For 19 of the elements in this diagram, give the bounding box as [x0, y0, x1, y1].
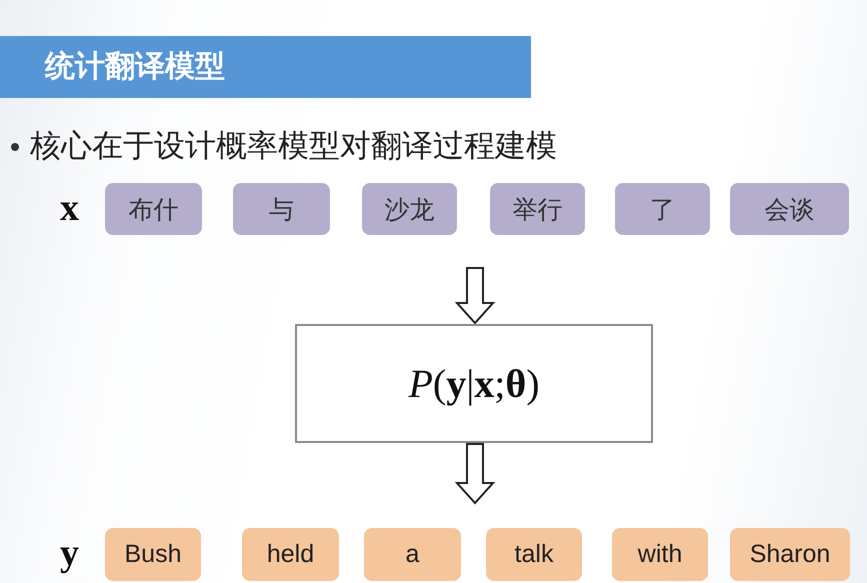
hollow-arrow	[454, 443, 496, 504]
source-word-tag: 与	[233, 183, 330, 235]
target-word-tag: talk	[486, 528, 582, 581]
model-box: P(y|x;θ)	[295, 324, 653, 443]
target-word-tag: Bush	[105, 528, 201, 581]
target-word-tag: held	[242, 528, 339, 581]
variable-label: y	[60, 533, 79, 573]
source-word-tag: 沙龙	[362, 183, 457, 235]
bullet-text: 核心在于设计概率模型对翻译过程建模	[30, 127, 557, 166]
variable-label: x	[60, 188, 79, 228]
target-word-tag: Sharon	[730, 528, 850, 581]
source-word-tag: 了	[615, 183, 710, 235]
hollow-arrow	[454, 267, 496, 324]
title-banner: 统计翻译模型	[0, 36, 531, 98]
source-word-tag: 举行	[490, 183, 585, 235]
target-word-tag: a	[364, 528, 461, 581]
target-word-tag: with	[612, 528, 708, 581]
source-word-tag: 会谈	[730, 183, 849, 235]
source-word-tag: 布什	[105, 183, 202, 235]
